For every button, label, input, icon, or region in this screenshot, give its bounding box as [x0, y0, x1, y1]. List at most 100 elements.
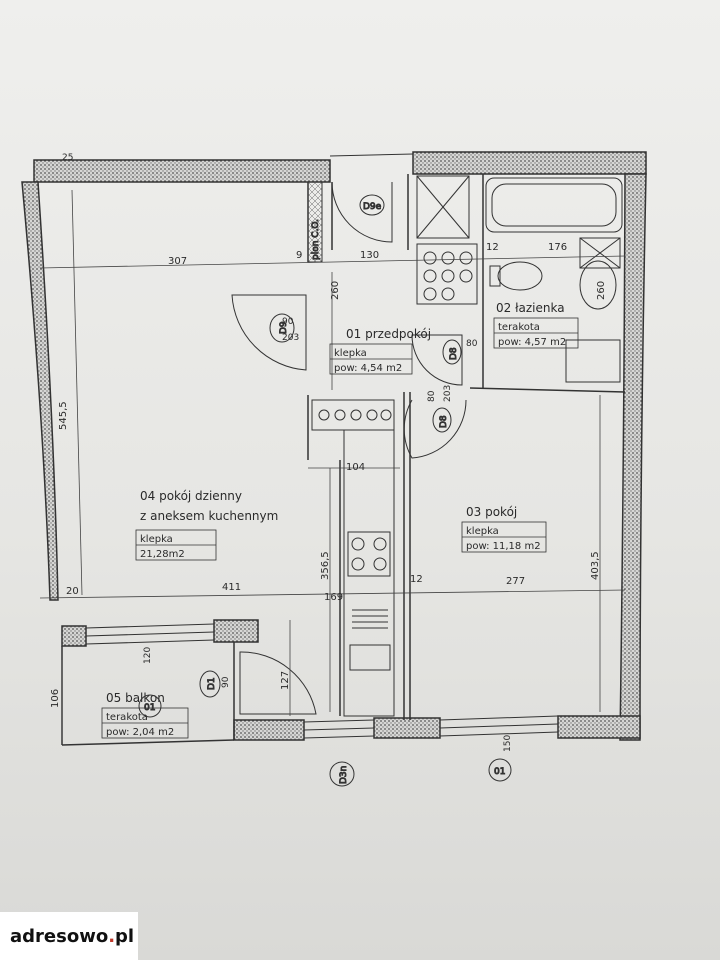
- room-living-name-2: z aneksem kuchennym: [140, 509, 278, 523]
- room-hall: 01 przedpokój klepka pow: 4,54 m2: [329, 327, 431, 375]
- watermark-tld: pl: [115, 925, 135, 947]
- room-living-area: 21,28m2: [140, 549, 185, 560]
- sink-drainer: [352, 609, 388, 629]
- dim-120: 120: [143, 647, 153, 664]
- washer: [579, 237, 621, 269]
- door-tag-d9e-label: D9e: [363, 202, 382, 212]
- stove-top: [311, 399, 395, 431]
- dim-4035: 403,5: [590, 551, 601, 580]
- toilet: [497, 261, 543, 291]
- window-top-hall: [329, 153, 414, 157]
- counter: [343, 429, 395, 717]
- room-bath-area: pow: 4,57 m2: [498, 337, 566, 348]
- dim-150: 150: [503, 735, 513, 752]
- markers: pion C.O. D9 D9e D8 D8 D1 01 01 D3n: [138, 194, 512, 787]
- boiler-panel: [416, 243, 478, 305]
- wall-bottom-mid: [373, 717, 441, 739]
- door-tag-d8-room-label: D8: [439, 415, 449, 428]
- room-room-name: 03 pokój: [466, 505, 517, 519]
- door-balcony-swing: [239, 651, 317, 715]
- wall-top-left: [33, 159, 331, 183]
- wall-balcony-top-right: [213, 619, 259, 643]
- room-hall-floor: klepka: [334, 348, 367, 359]
- door-entrance-swing: [331, 181, 393, 243]
- window-tag-01-room-label: 01: [494, 767, 505, 777]
- dim-260-hall: 260: [330, 281, 341, 300]
- windows: [85, 153, 559, 739]
- room-balcony-name: 05 balkon: [106, 691, 165, 705]
- door-tag-d8-bath-label: D8: [449, 347, 459, 360]
- bathtub: [485, 177, 623, 233]
- dim-277: 277: [506, 576, 525, 587]
- door-tag-d9-label: D9: [279, 321, 289, 334]
- shower-cabin: [416, 175, 470, 239]
- room-living-name-1: 04 pokój dzienny: [140, 489, 242, 503]
- door-living-swing: [231, 294, 307, 371]
- wall-bottom-left: [233, 719, 305, 741]
- door-tag-d1: [199, 670, 221, 698]
- bathroom-fixtures: [307, 175, 623, 383]
- cooktop: [347, 531, 391, 577]
- room-room: 03 pokój klepka pow: 11,18 m2: [461, 505, 547, 553]
- room-balcony: 05 balkon terakota pow: 2,04 m2: [101, 691, 189, 739]
- dim-20: 20: [66, 586, 79, 597]
- window-tag-d3n-label: D3n: [339, 766, 349, 784]
- door-tag-d1-label: D1: [207, 677, 217, 690]
- cooktop-burners: [351, 537, 387, 571]
- watermark-dot: .: [108, 925, 116, 947]
- dim-260-bath: 260: [596, 281, 607, 300]
- room-living-floor: klepka: [140, 534, 173, 545]
- window-tag-01-balcony-label: 01: [144, 703, 155, 713]
- room-room-area: pow: 11,18 m2: [466, 541, 541, 552]
- boiler-circles: [423, 251, 473, 301]
- dim-90-balcony: 90: [221, 676, 231, 688]
- dim-106: 106: [50, 689, 61, 708]
- dim-9: 9: [296, 250, 302, 261]
- dimension-lines: [39, 189, 626, 740]
- room-hall-area: pow: 4,54 m2: [334, 363, 402, 374]
- room-balcony-area: pow: 2,04 m2: [106, 727, 174, 738]
- wall-right: [619, 173, 647, 741]
- dim-12-top: 12: [486, 242, 499, 253]
- exterior-walls: [21, 151, 647, 741]
- dim-80-bath: 80: [466, 339, 478, 349]
- dim-176: 176: [548, 242, 567, 253]
- room-living: 04 pokój dzienny z aneksem kuchennym kle…: [135, 489, 278, 561]
- door-room-swing: [403, 399, 467, 459]
- wall-top-right: [412, 151, 647, 175]
- room-balcony-floor: terakota: [106, 712, 148, 723]
- door-tag-d8-room: [432, 407, 452, 433]
- wall-left: [21, 181, 59, 601]
- kitchen-counter: [311, 399, 395, 717]
- window-balcony: [85, 623, 215, 645]
- window-tag-01-balcony: [138, 694, 162, 718]
- stove-burners-top: [318, 409, 392, 421]
- door-tag-d9e: [359, 194, 385, 216]
- room-hall-name: 01 przedpokój: [346, 327, 431, 341]
- room-bath-floor: terakota: [498, 322, 540, 333]
- dimension-labels: 307 9 130 12 176 545,5 260 260 90 203 80…: [50, 153, 607, 752]
- dim-12-mid: 12: [410, 574, 423, 585]
- room-bath-name: 02 łazienka: [496, 301, 565, 315]
- dim-411: 411: [222, 582, 241, 593]
- dim-130: 130: [360, 250, 379, 261]
- wall-balcony-top-left: [61, 625, 87, 647]
- room-bath: 02 łazienka terakota pow: 4,57 m2: [493, 301, 579, 349]
- doors: [231, 181, 467, 715]
- window-tag-d3n: [329, 761, 355, 787]
- window-tag-01-room: [488, 758, 512, 782]
- dim-80-room: 80: [427, 390, 437, 402]
- watermark-logo: adresowo.pl: [0, 912, 138, 960]
- dim-169: 169: [324, 592, 343, 603]
- dim-3565: 356,5: [320, 551, 331, 580]
- dim-90-door: 90: [282, 317, 294, 327]
- dim-307: 307: [168, 256, 187, 267]
- kitchen-sink: [349, 644, 391, 671]
- wall-bottom-right: [557, 715, 641, 739]
- dim-203-bath: 203: [443, 385, 453, 402]
- door-tag-d8-bath: [442, 339, 462, 365]
- dim-104: 104: [346, 462, 365, 473]
- watermark-brand: adresowo: [10, 925, 109, 947]
- window-bottom-room: [439, 715, 559, 737]
